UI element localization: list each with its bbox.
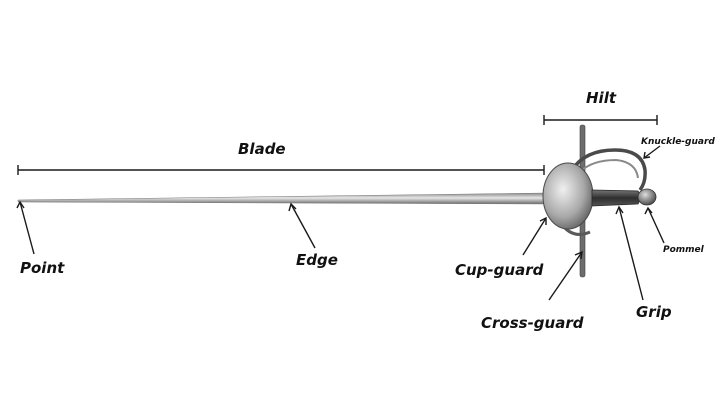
cup-guard-label: Cup-guard <box>455 261 544 279</box>
knuckle-guard-leader <box>643 145 661 159</box>
grip-label: Grip <box>636 303 672 321</box>
hilt-label: Hilt <box>586 89 617 107</box>
rapier-image <box>17 124 657 278</box>
point-label: Point <box>20 259 65 277</box>
blade-shape <box>17 192 549 205</box>
cross-guard-leader <box>548 251 583 301</box>
blade-label: Blade <box>238 140 286 158</box>
grip-shape <box>591 189 641 207</box>
cup-guard-shape <box>542 162 594 230</box>
grip-leader <box>618 206 644 301</box>
knuckle-guard-label: Knuckle-guard <box>641 137 715 147</box>
leader-lines <box>16 145 665 301</box>
blade-dimension-bar <box>17 165 545 175</box>
edge-leader <box>290 203 316 249</box>
hilt-dimension-bar <box>543 115 658 125</box>
pommel-leader <box>647 207 665 244</box>
knuckle-guard-shape <box>570 148 647 192</box>
pommel-shape <box>637 188 657 206</box>
cross-guard-label: Cross-guard <box>481 314 584 332</box>
edge-label: Edge <box>296 251 338 269</box>
cup-guard-leader <box>522 217 547 256</box>
pommel-label: Pommel <box>663 245 704 255</box>
point-leader <box>19 201 35 255</box>
